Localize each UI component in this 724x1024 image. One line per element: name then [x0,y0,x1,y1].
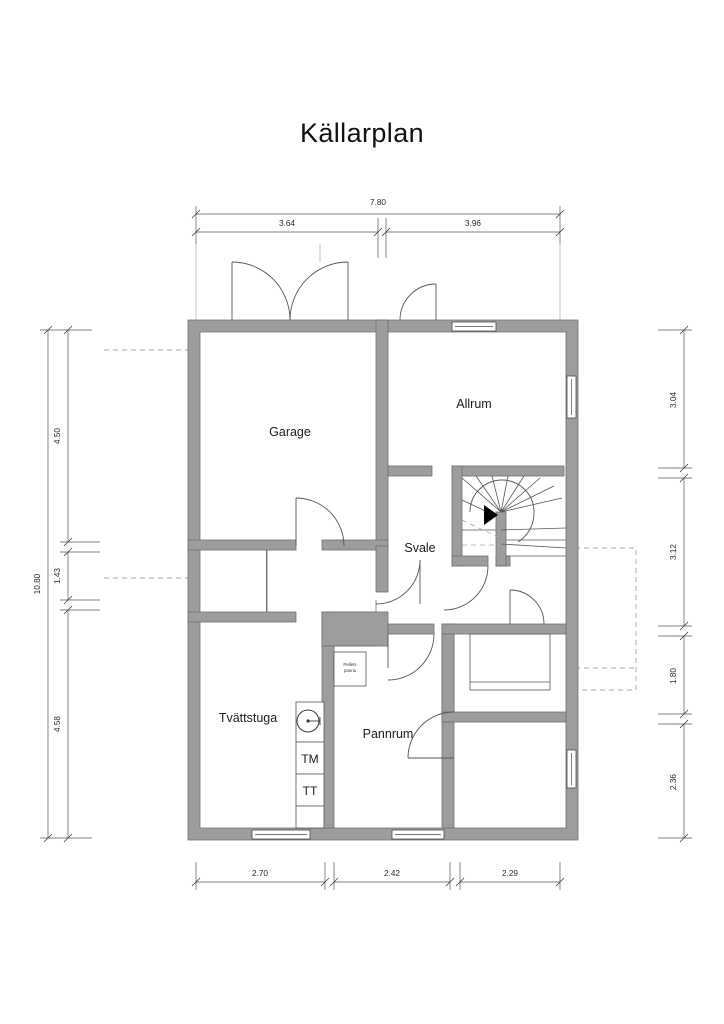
left-seg1-dim-label: 4.50 [53,428,62,444]
wall-right-rooms-divider [441,711,567,723]
stair-tread-8 [500,497,563,513]
top-overall-dim-label: 7.80 [370,198,386,207]
stair-tread-1 [461,477,502,513]
stair-direction-arrow-icon [484,505,498,525]
pellets-boiler-box [333,651,367,687]
stair-tread-9 [500,527,567,531]
left-overall-dim-label: 10.80 [33,573,42,594]
tumble-dryer-label: TT [303,784,318,798]
washing-machine-box [295,741,325,775]
stair-newel-post [495,511,507,567]
washing-machine-label: TM [301,752,318,766]
wall-garage-allrum [375,319,389,547]
door-right-lower-arc [407,711,455,759]
right-dashed-bracket [566,547,637,691]
right-seg4-dim-label: 2.36 [669,774,678,790]
appliance-stack [295,701,325,829]
windows [251,321,577,840]
right-seg1-dim-label: 3.04 [669,392,678,408]
bottom-seg1-dim-label: 2.70 [252,869,268,878]
top-dimension-group [191,206,565,320]
pellets-boiler-label-line2: panna [344,668,357,673]
sink-drain-icon [306,719,310,723]
room-label-tvattstuga: Tvättstuga [219,711,277,725]
page-title: Källarplan [299,118,425,148]
wall-stairs-bottom-left [451,555,489,567]
room-label-garage: Garage [269,425,311,439]
bottom-dimension-group [191,862,565,890]
stair-tread-10 [500,543,567,549]
stair-handrail-arc-2 [517,511,535,543]
left-seg2-dim-label: 1.43 [53,568,62,584]
door-pannrum-arc [387,633,435,681]
wall-right-room-top [441,623,567,635]
left-dimension-group [40,325,188,843]
wall-small-room-bottom [187,611,297,623]
appliance-extra-box [295,805,325,829]
left-seg3-dim-label: 4.58 [53,716,62,732]
stair-tread-6 [500,477,541,513]
stair-handrail-arc [469,479,535,513]
staircase [461,475,567,557]
pellets-boiler-label-line1: Pellets [343,662,357,667]
wall-svale-left-upper [375,545,389,593]
stair-tread-2 [475,475,502,513]
stair-tread-3 [491,475,502,513]
wall-garage-bottom-left [187,539,297,551]
top-seg2-dim-label: 3.96 [465,219,481,228]
stair-tread-5 [500,475,525,513]
tumble-dryer-box [295,773,325,807]
stair-dashed-1 [461,519,501,539]
wall-svale-nub [387,465,433,477]
door-stairs-arc [443,565,489,611]
door-right-upper-arc [509,589,545,625]
right-seg2-dim-label: 3.12 [669,544,678,560]
right-room-fixture-box [469,633,551,691]
wall-garage-bottom-right [321,539,389,551]
room-label-pannrum: Pannrum [363,727,414,741]
bottom-seg2-dim-label: 2.42 [384,869,400,878]
pellets-boiler-fixture [333,651,367,687]
door-garage-left-arc [231,261,291,321]
stair-tread-7 [500,485,555,513]
room-label-allrum: Allrum [456,397,491,411]
top-seg1-dim-label: 3.64 [279,219,295,228]
door-entry-arc [399,283,437,321]
door-garage-interior-arc [295,497,345,547]
doors [231,261,545,759]
wall-right-upper-left [441,633,455,713]
wall-block-pellets [321,611,389,647]
exterior-walls [187,319,579,841]
stair-tread-4 [500,475,509,513]
right-room-fixture [469,633,551,691]
bottom-seg3-dim-label: 2.29 [502,869,518,878]
door-garage-right-arc [289,261,349,321]
room-label-svale: Svale [404,541,435,555]
right-seg3-dim-label: 1.80 [669,668,678,684]
interior-walls [187,319,567,829]
right-dimension-group [566,325,692,843]
wall-small-room-partition [266,550,268,612]
wall-pannrum-top-left [387,623,435,635]
wall-stairs-left [451,465,463,567]
wall-stairs-top [451,465,565,477]
door-svale-arc [375,559,421,605]
